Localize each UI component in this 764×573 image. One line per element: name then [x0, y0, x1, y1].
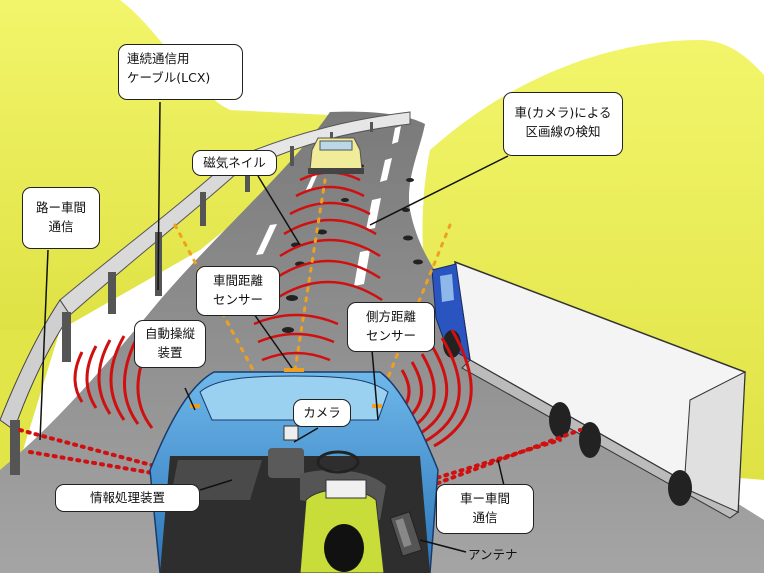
callout-headway-sensor: 車間距離 センサー	[196, 266, 280, 316]
callout-info-processing: 情報処理装置	[55, 484, 200, 512]
road-vehicle-line2: 通信	[31, 217, 91, 236]
magnetic-nail-label: 磁気ネイル	[201, 153, 268, 172]
v2v-line1: 車ー車間	[445, 489, 525, 508]
lane-line2: 区画線の検知	[512, 122, 614, 141]
side-line2: センサー	[356, 326, 426, 345]
side-line1: 側方距離	[356, 307, 426, 326]
camera-label: カメラ	[302, 403, 342, 422]
lane-line1: 車(カメラ)による	[512, 103, 614, 122]
callout-lcx: 連続通信用 ケーブル(LCX)	[118, 44, 243, 100]
info-processing-label: 情報処理装置	[64, 488, 191, 507]
headway-line1: 車間距離	[205, 271, 271, 290]
antenna-label: アンテナ	[468, 544, 518, 563]
road-vehicle-line1: 路ー車間	[31, 198, 91, 217]
callout-magnetic-nail: 磁気ネイル	[192, 150, 277, 176]
callout-camera: カメラ	[293, 399, 351, 427]
callout-autodrive: 自動操縦 装置	[134, 320, 206, 368]
lcx-line2: ケーブル(LCX)	[127, 68, 234, 87]
lcx-line1: 連続通信用	[127, 49, 234, 68]
callout-v2v-comm: 車ー車間 通信	[436, 484, 534, 534]
headway-line2: センサー	[205, 290, 271, 309]
v2v-line2: 通信	[445, 508, 525, 527]
callout-lane-detection: 車(カメラ)による 区画線の検知	[503, 92, 623, 156]
callout-road-vehicle-comm: 路ー車間 通信	[22, 187, 100, 249]
lead-car	[308, 138, 364, 174]
callout-side-sensor: 側方距離 センサー	[347, 302, 435, 352]
autodrive-line2: 装置	[143, 343, 197, 362]
own-car	[150, 368, 438, 573]
autodrive-line1: 自動操縦	[143, 324, 197, 343]
